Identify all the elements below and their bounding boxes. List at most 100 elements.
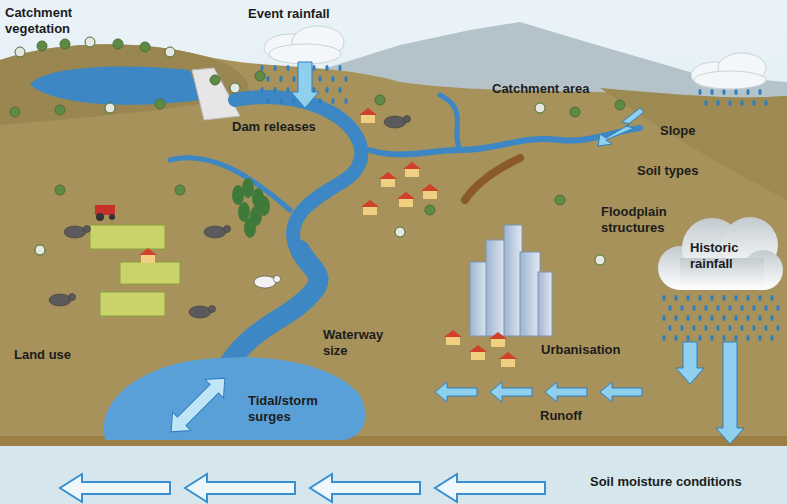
illustration-label: Soil moisture conditions	[590, 474, 742, 490]
house-roof	[397, 192, 415, 199]
tree	[255, 71, 265, 81]
river	[170, 95, 640, 362]
rain-drop	[668, 325, 671, 331]
rain-drop	[312, 65, 315, 71]
rain-drop	[770, 315, 773, 321]
rain-drop	[686, 335, 689, 341]
left-hill	[0, 44, 250, 125]
house	[379, 172, 397, 187]
groundwater-arrow	[435, 474, 545, 502]
house-wall	[501, 358, 515, 367]
house	[421, 184, 439, 199]
rain-drop	[764, 325, 767, 331]
rain-drop	[704, 325, 707, 331]
rain-drop	[728, 325, 731, 331]
tree	[35, 245, 45, 255]
tree	[244, 218, 256, 238]
building	[538, 272, 552, 336]
city	[470, 225, 552, 336]
cow	[254, 276, 281, 289]
rain-drop	[318, 98, 321, 104]
main-river	[230, 97, 361, 362]
house-roof	[139, 248, 157, 255]
house-wall	[361, 114, 375, 123]
tree	[615, 100, 625, 110]
rain-drop	[704, 305, 707, 311]
building	[520, 252, 540, 336]
runoff-arrow	[435, 382, 477, 402]
rain-drop	[698, 315, 701, 321]
tree	[555, 195, 565, 205]
rain-drop	[758, 89, 761, 95]
tree	[113, 39, 123, 49]
rain-drop	[722, 335, 725, 341]
house-roof	[489, 332, 507, 339]
groundwater-arrow	[60, 474, 170, 502]
rain-drop	[325, 87, 328, 93]
rain-drop	[710, 315, 713, 321]
rain-drop	[770, 335, 773, 341]
cow	[204, 226, 231, 239]
rain-drop	[292, 98, 295, 104]
rain-drop	[728, 305, 731, 311]
rain-drop	[776, 325, 779, 331]
house	[499, 352, 517, 367]
rain-drop	[698, 295, 701, 301]
rain-drop	[331, 98, 334, 104]
rain-drop	[746, 295, 749, 301]
house-wall	[381, 178, 395, 187]
infiltration-arrow	[716, 342, 744, 444]
rain-drop	[273, 65, 276, 71]
rain-drop	[680, 325, 683, 331]
house-roof	[444, 330, 462, 337]
house-wall	[471, 351, 485, 360]
rain-drop	[734, 89, 737, 95]
tree	[210, 75, 220, 85]
levee	[465, 158, 520, 200]
rain-drop	[704, 100, 707, 106]
rain-drop	[746, 89, 749, 95]
rain-drop	[752, 305, 755, 311]
land	[0, 44, 787, 440]
rain-drop	[686, 315, 689, 321]
house-roof	[421, 184, 439, 191]
rain-drop	[662, 335, 665, 341]
cow	[384, 116, 411, 129]
tree	[175, 185, 185, 195]
rain-drop	[734, 295, 737, 301]
illustration-label: Land use	[14, 347, 71, 363]
house-roof	[361, 200, 379, 207]
tree	[105, 103, 115, 113]
rain-drop	[746, 315, 749, 321]
estuary-sea	[104, 357, 365, 440]
cloud-part	[694, 71, 766, 89]
rain-drop	[674, 335, 677, 341]
tree	[230, 83, 240, 93]
rain-drop	[266, 76, 269, 82]
tree	[85, 37, 95, 47]
rain-drop	[746, 335, 749, 341]
soil-cross-section	[0, 446, 787, 504]
rain-drop	[764, 100, 767, 106]
rain-drop	[770, 295, 773, 301]
cow-head	[209, 306, 216, 313]
tree	[15, 47, 25, 57]
cow-head	[84, 226, 91, 233]
rain-drop	[716, 305, 719, 311]
cow-body	[384, 116, 406, 128]
house-wall	[399, 198, 413, 207]
house-wall	[423, 190, 437, 199]
rain-drop	[716, 100, 719, 106]
rain-drop	[686, 295, 689, 301]
illustration-label: Event rainfall	[248, 6, 330, 22]
tree	[140, 42, 150, 52]
rain-drop	[338, 65, 341, 71]
cow-head	[274, 276, 281, 283]
lower-river	[230, 250, 319, 362]
tree	[155, 99, 165, 109]
cow-body	[254, 276, 276, 288]
house	[403, 162, 421, 177]
cow	[49, 294, 76, 307]
